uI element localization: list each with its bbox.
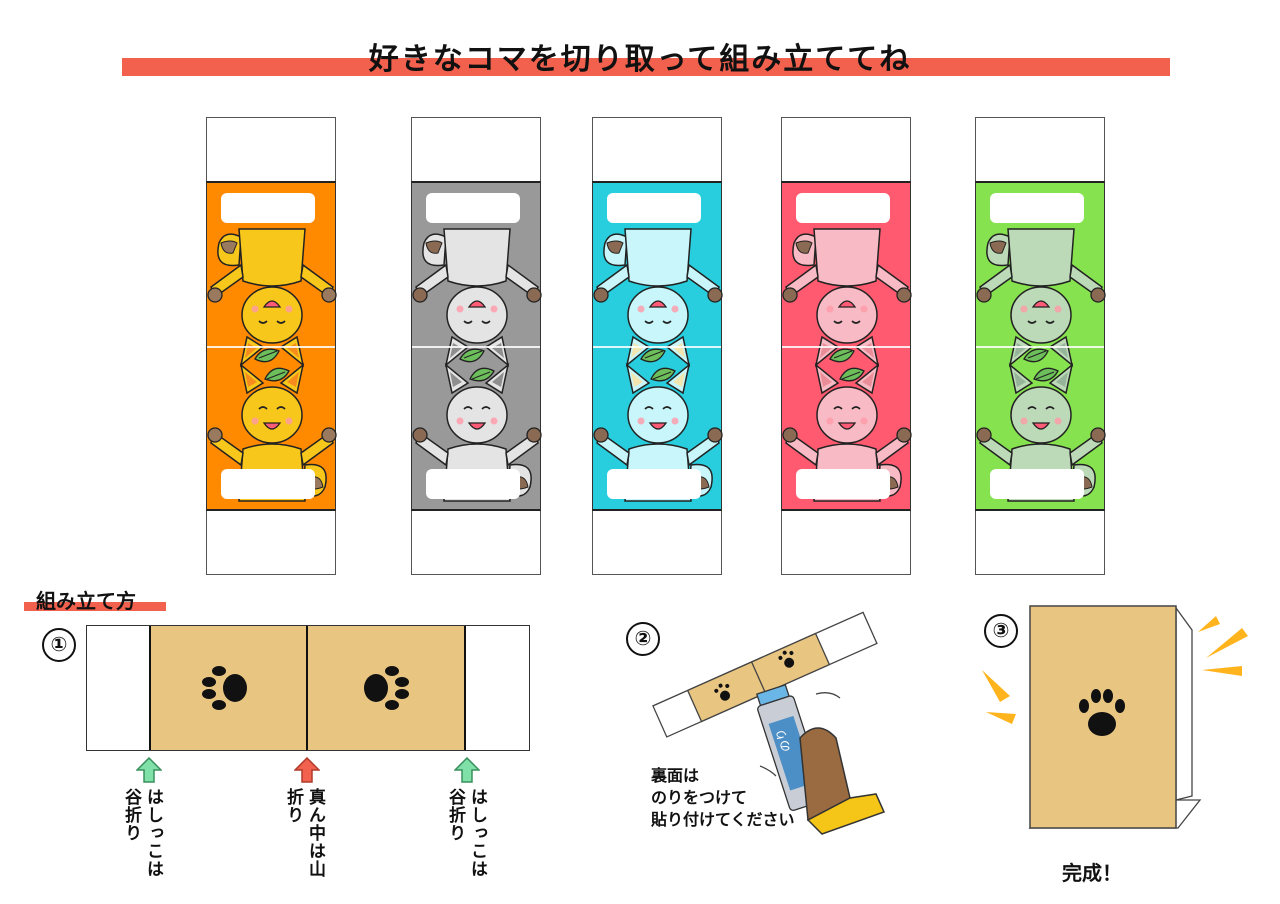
- assembly-heading-underline: [24, 602, 166, 611]
- left-fold-line: [149, 626, 151, 750]
- center-fold-line: [306, 626, 308, 750]
- name-box: [607, 469, 701, 499]
- name-box: [990, 193, 1084, 223]
- koma-strip: [781, 117, 912, 575]
- fold-line: [976, 346, 1104, 348]
- glue-tab-top: [592, 117, 722, 181]
- name-box: [796, 469, 890, 499]
- name-box: [426, 469, 520, 499]
- fold-line: [782, 346, 910, 348]
- koma-panel: [592, 181, 723, 511]
- glue-tab-bottom: [592, 511, 722, 575]
- left-fold-label: はしっこは谷折り: [121, 788, 163, 878]
- koma-panel: [411, 181, 542, 511]
- fox-character: [412, 228, 542, 367]
- koma-strip: [411, 117, 542, 575]
- right-fold-label: はしっこは谷折り: [445, 788, 487, 878]
- right-fold-line: [464, 626, 466, 750]
- name-box: [426, 193, 520, 223]
- glue-tab-top: [411, 117, 541, 181]
- finished-stand-illustration: [982, 605, 1248, 829]
- fox-character: [782, 228, 912, 367]
- paw-print-icon: [202, 666, 247, 710]
- koma-strip: [206, 117, 337, 575]
- name-box: [221, 193, 315, 223]
- title-underline: [122, 58, 1170, 76]
- fox-character: [593, 228, 723, 367]
- glue-tab-top: [781, 117, 911, 181]
- glue-tab-bottom: [781, 511, 911, 575]
- name-box: [607, 193, 701, 223]
- koma-panel: [975, 181, 1106, 511]
- paw-print-icon: [364, 666, 409, 710]
- koma-panel: [781, 181, 912, 511]
- koma-strip: [592, 117, 723, 575]
- koma-strip: [975, 117, 1106, 575]
- step-2-caption-line: 裏面は: [651, 766, 700, 785]
- glue-illustration: のり: [652, 611, 886, 835]
- name-box: [990, 469, 1084, 499]
- valley-fold-arrow-icon: [136, 757, 162, 783]
- fold-diagram: [86, 625, 530, 751]
- center-fold-label: 真ん中は山折り: [283, 788, 325, 878]
- fold-line: [593, 346, 721, 348]
- step-2-caption-line: のりをつけて: [651, 788, 748, 807]
- glue-tab-bottom: [975, 511, 1105, 575]
- glue-tab-bottom: [411, 511, 541, 575]
- glue-tab-top: [206, 117, 336, 181]
- step-2-number: ②: [626, 622, 660, 656]
- valley-fold-arrow-icon: [454, 757, 480, 783]
- fold-line: [412, 346, 540, 348]
- step-2-caption-line: 貼り付けてください: [651, 810, 795, 829]
- glue-tab-bottom: [206, 511, 336, 575]
- step-2-caption: 裏面は のりをつけて 貼り付けてください: [651, 765, 795, 831]
- glue-tab-top: [975, 117, 1105, 181]
- name-box: [221, 469, 315, 499]
- koma-panel: [206, 181, 337, 511]
- fold-line: [207, 346, 335, 348]
- name-box: [796, 193, 890, 223]
- page-title: 好きなコマを切り取って組み立ててね: [368, 42, 912, 77]
- step-1-number: ①: [42, 628, 76, 662]
- assembly-heading: 組み立て方: [36, 589, 136, 613]
- step-3-number: ③: [984, 614, 1018, 648]
- step-3-caption: 完成！: [1062, 861, 1122, 885]
- mountain-fold-arrow-icon: [294, 757, 320, 783]
